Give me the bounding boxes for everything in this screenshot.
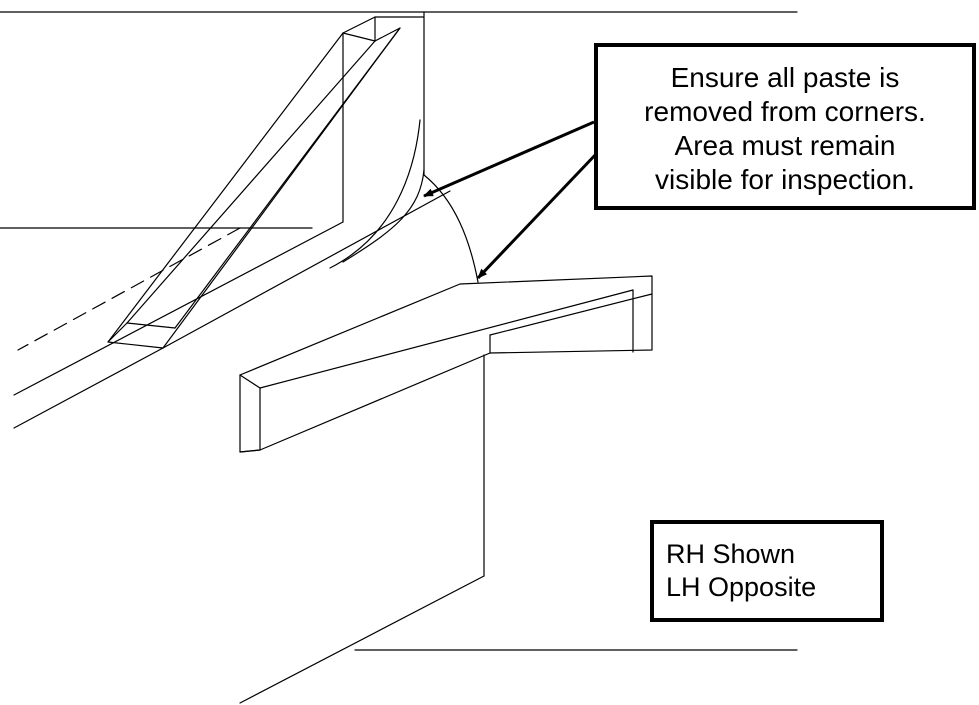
rib-sloped-face-inner xyxy=(107,32,344,349)
flange-underside xyxy=(239,374,261,389)
flange-top-outline xyxy=(239,275,653,376)
rib-slope-edge-a xyxy=(174,27,401,329)
flange-bottom-edge xyxy=(239,449,261,453)
plate-lower-diagonal xyxy=(13,347,164,429)
base-tangent-line xyxy=(162,190,451,349)
rib-foot-front xyxy=(107,322,128,343)
fillet-curve-front xyxy=(329,119,421,269)
callout-line-3: Area must remain xyxy=(674,130,896,161)
leader-arrow-upper xyxy=(423,120,595,198)
rib-slope-edge-b xyxy=(126,40,376,324)
flange-left-inner xyxy=(259,352,491,451)
orientation-note-box: RH Shown LH Opposite xyxy=(650,520,884,622)
plate-hidden-edge xyxy=(17,227,241,351)
rib-top-flat xyxy=(342,32,376,42)
leader-arrow-lower xyxy=(476,150,600,280)
flange-top-back xyxy=(489,293,653,336)
web-bottom-diagonal xyxy=(239,575,485,704)
callout-line-1: Ensure all paste is xyxy=(670,62,900,93)
callout-line-2: removed from corners. xyxy=(644,96,926,127)
fillet-curve-lower xyxy=(423,174,479,283)
fillet-curve-upper xyxy=(342,169,425,263)
rib-outer-profile xyxy=(342,16,425,34)
inspection-callout-box: Ensure all paste is removed from corners… xyxy=(594,43,976,210)
flange-top-face xyxy=(259,289,634,389)
callout-line-4: visible for inspection. xyxy=(655,164,915,195)
orientation-line-1: RH Shown xyxy=(666,539,796,569)
orientation-line-2: LH Opposite xyxy=(666,572,817,602)
rib-foot-inner xyxy=(126,322,176,329)
plate-upper-diagonal xyxy=(13,221,344,396)
